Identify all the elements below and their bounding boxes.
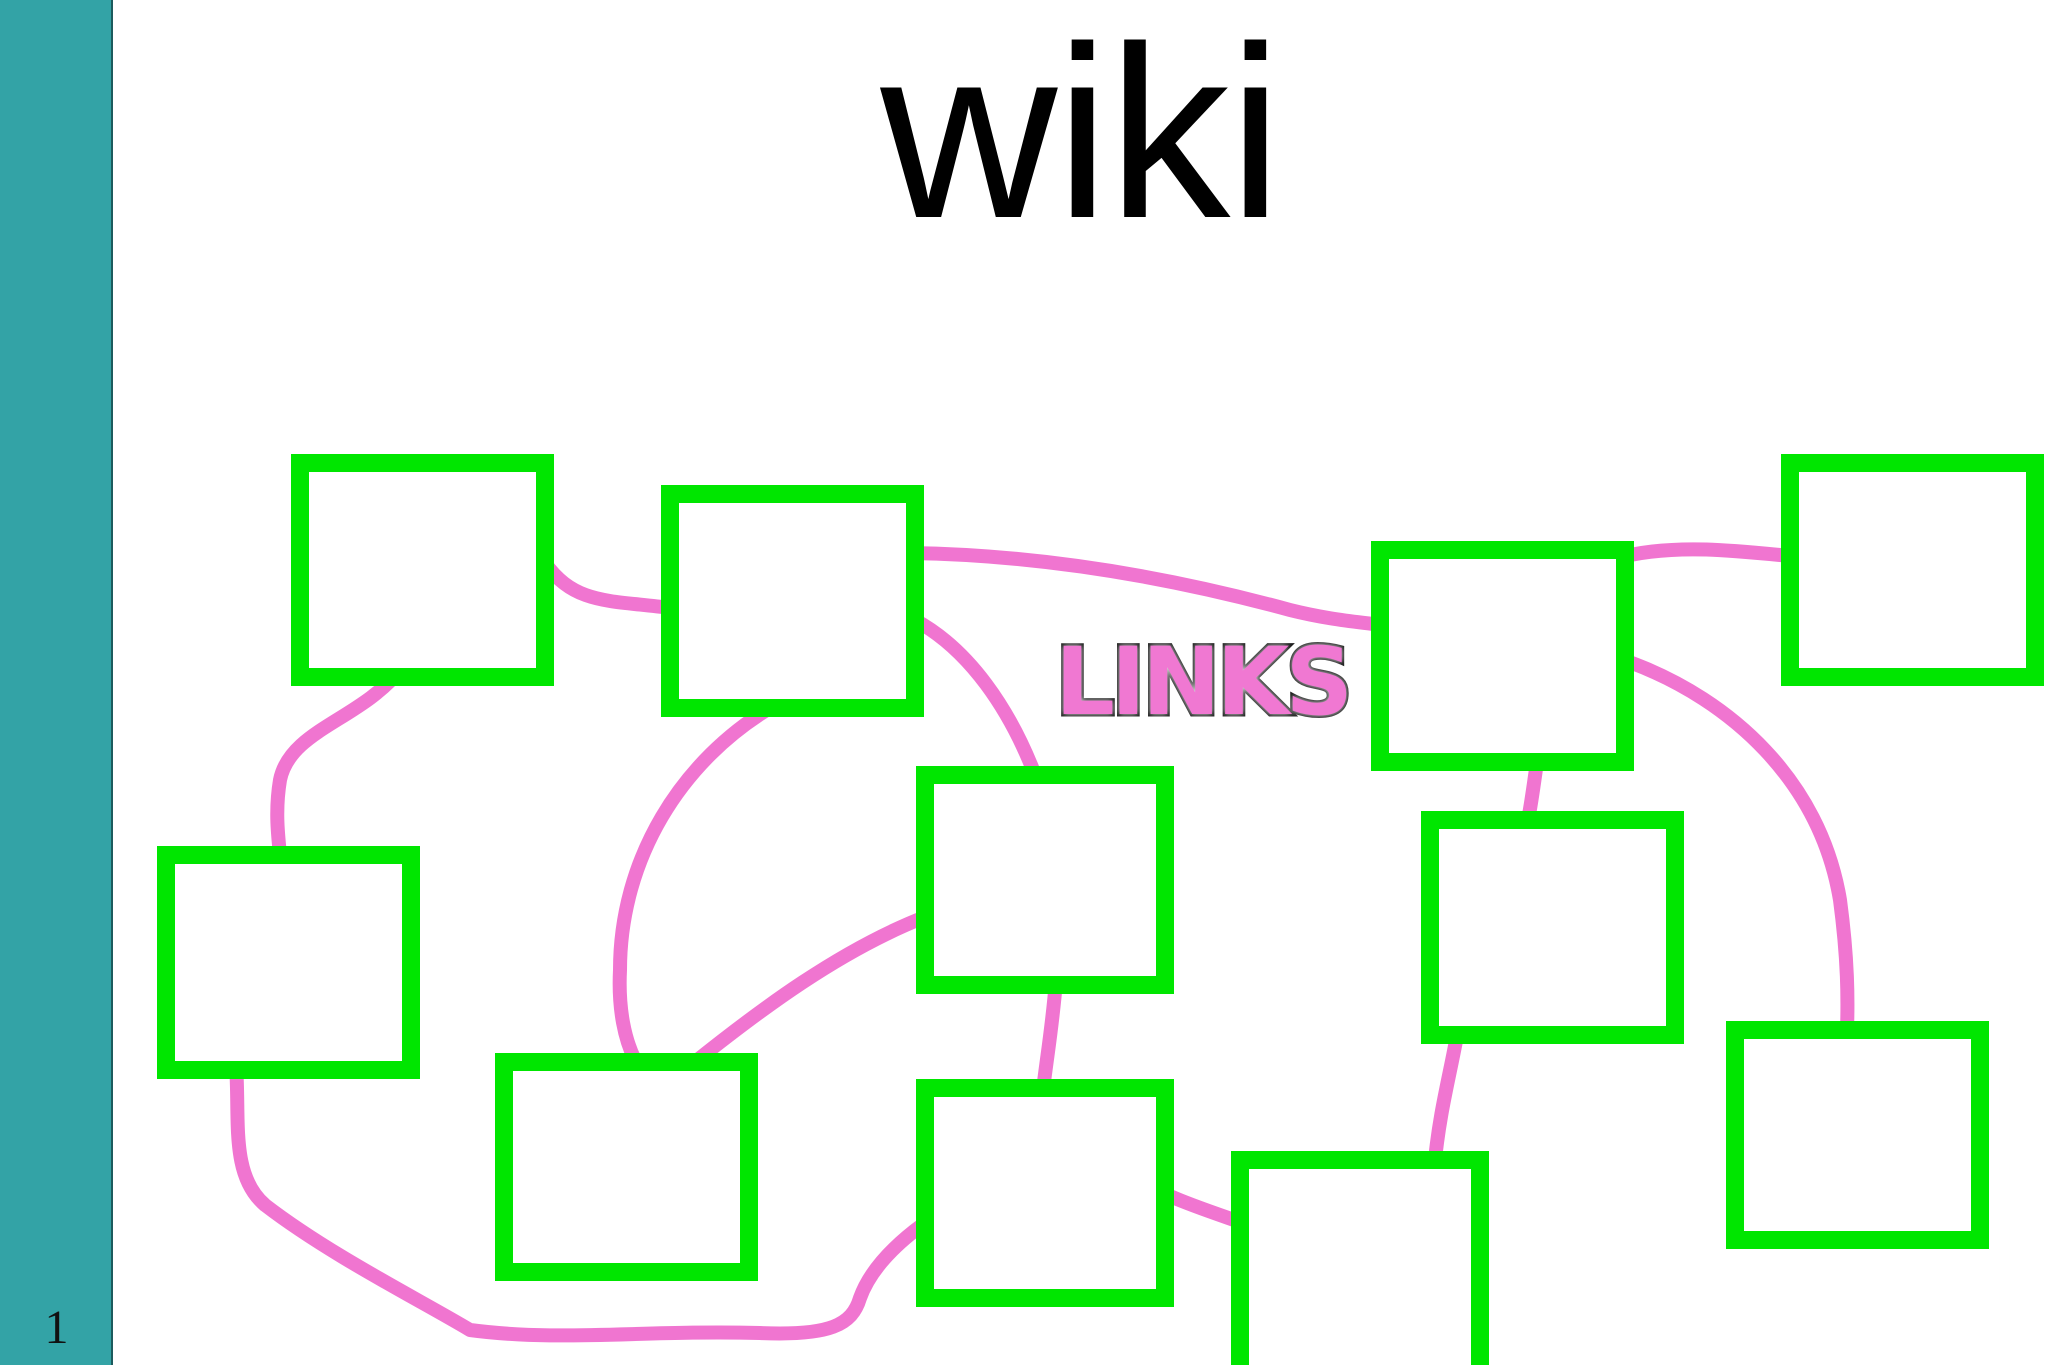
page-node-1	[291, 454, 554, 686]
link-1-4	[270, 663, 407, 862]
link-3-10	[1625, 656, 1855, 1037]
link-2-3	[903, 546, 1387, 632]
page-node-3	[1371, 541, 1634, 771]
link-1-2	[538, 556, 677, 615]
page-node-9	[1781, 454, 2044, 686]
page-node-10	[1726, 1021, 1989, 1249]
link-8-11	[1163, 1189, 1247, 1229]
slide-title: wiki	[880, 0, 1282, 269]
page-node-6	[1421, 811, 1684, 1044]
link-6-11	[1428, 1023, 1465, 1167]
link-2-7	[612, 698, 782, 1067]
page-node-5	[916, 766, 1174, 994]
link-4-8	[229, 1058, 929, 1343]
slide-number: 1	[44, 1301, 69, 1354]
slide-sidebar: 1	[0, 0, 113, 1365]
link-5-8	[1037, 973, 1063, 1089]
link-5-7	[688, 910, 932, 1069]
links-label: LINKS	[1052, 628, 1355, 737]
page-node-2	[661, 485, 924, 717]
page-node-4	[157, 846, 420, 1079]
page-node-8	[916, 1079, 1174, 1307]
page-node-11	[1231, 1151, 1489, 1365]
page-node-7	[495, 1053, 758, 1281]
link-2-5	[908, 613, 1042, 782]
link-3-9	[1623, 542, 1797, 563]
